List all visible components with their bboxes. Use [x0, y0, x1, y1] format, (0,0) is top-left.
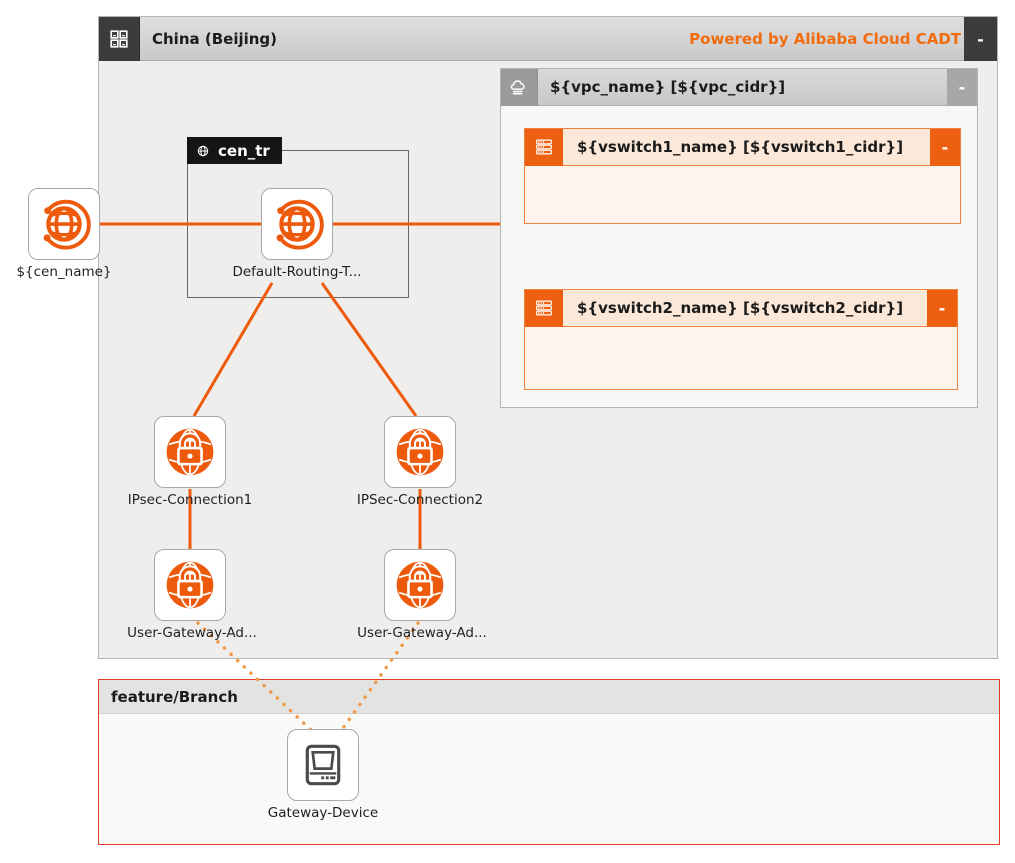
vpn-lock-icon [396, 561, 444, 609]
node-cen-label: ${cen_name} [16, 264, 112, 280]
region-grid-icon [110, 29, 128, 48]
vswitch2-collapse-button[interactable]: - [927, 290, 957, 327]
vswitch1-collapse-button[interactable]: - [930, 129, 960, 166]
node-default-routing-table-label: Default-Routing-T... [232, 264, 362, 280]
node-default-routing-table[interactable] [261, 188, 333, 260]
vpc-collapse-button[interactable]: - [947, 69, 977, 106]
vpc-title: ${vpc_name} [${vpc_cidr}] [550, 78, 786, 96]
vpc-header[interactable]: ${vpc_name} [${vpc_cidr}] - [501, 68, 977, 106]
branch-container: feature/Branch [98, 679, 1000, 845]
vswitch2-title: ${vswitch2_name} [${vswitch2_cidr}] [577, 299, 904, 317]
region-collapse-button[interactable]: - [964, 17, 997, 61]
vswitch2-container: ${vswitch2_name} [${vswitch2_cidr}] - [524, 289, 958, 390]
vswitch2-icon-box [525, 289, 563, 327]
cen-tr-group-label-text: cen_tr [218, 141, 270, 160]
vpn-lock-icon [166, 561, 214, 609]
branch-title: feature/Branch [111, 687, 238, 706]
globe-icon [197, 145, 209, 156]
vpc-icon-box [501, 68, 538, 106]
region-header[interactable]: China (Beijing) Powered by Alibaba Cloud… [99, 16, 997, 61]
vswitch-icon [536, 139, 552, 155]
gateway-device-icon [305, 744, 341, 786]
node-ipsec-connection2[interactable] [384, 416, 456, 488]
vswitch1-title: ${vswitch1_name} [${vswitch1_cidr}] [577, 138, 904, 156]
vswitch1-header[interactable]: ${vswitch1_name} [${vswitch1_cidr}] - [525, 128, 960, 166]
cen-globe-icon [276, 199, 324, 250]
node-user-gateway2-label: User-Gateway-Ad... [357, 625, 487, 641]
node-user-gateway1-label: User-Gateway-Ad... [127, 625, 257, 641]
node-ipsec-connection1-label: IPsec-Connection1 [127, 492, 253, 508]
node-user-gateway2[interactable] [384, 549, 456, 621]
node-gateway-device[interactable] [287, 729, 359, 801]
region-title: China (Beijing) [152, 29, 278, 48]
vswitch1-container: ${vswitch1_name} [${vswitch1_cidr}] - [524, 128, 961, 224]
vpc-cloud-icon [510, 80, 525, 95]
vswitch-icon [536, 300, 552, 316]
powered-by-label: Powered by Alibaba Cloud CADT [689, 29, 961, 48]
node-ipsec-connection2-label: IPSec-Connection2 [356, 492, 484, 508]
vswitch2-header[interactable]: ${vswitch2_name} [${vswitch2_cidr}] - [525, 289, 957, 327]
node-gateway-device-label: Gateway-Device [267, 805, 379, 821]
node-ipsec-connection1[interactable] [154, 416, 226, 488]
node-cen[interactable] [28, 188, 100, 260]
cen-tr-group-label[interactable]: cen_tr [187, 137, 282, 164]
region-icon-box [99, 16, 140, 61]
vpn-lock-icon [166, 428, 214, 476]
cen-globe-icon [43, 199, 91, 250]
branch-header[interactable]: feature/Branch [99, 680, 999, 714]
vpn-lock-icon [396, 428, 444, 476]
node-user-gateway1[interactable] [154, 549, 226, 621]
vswitch1-icon-box [525, 128, 563, 166]
